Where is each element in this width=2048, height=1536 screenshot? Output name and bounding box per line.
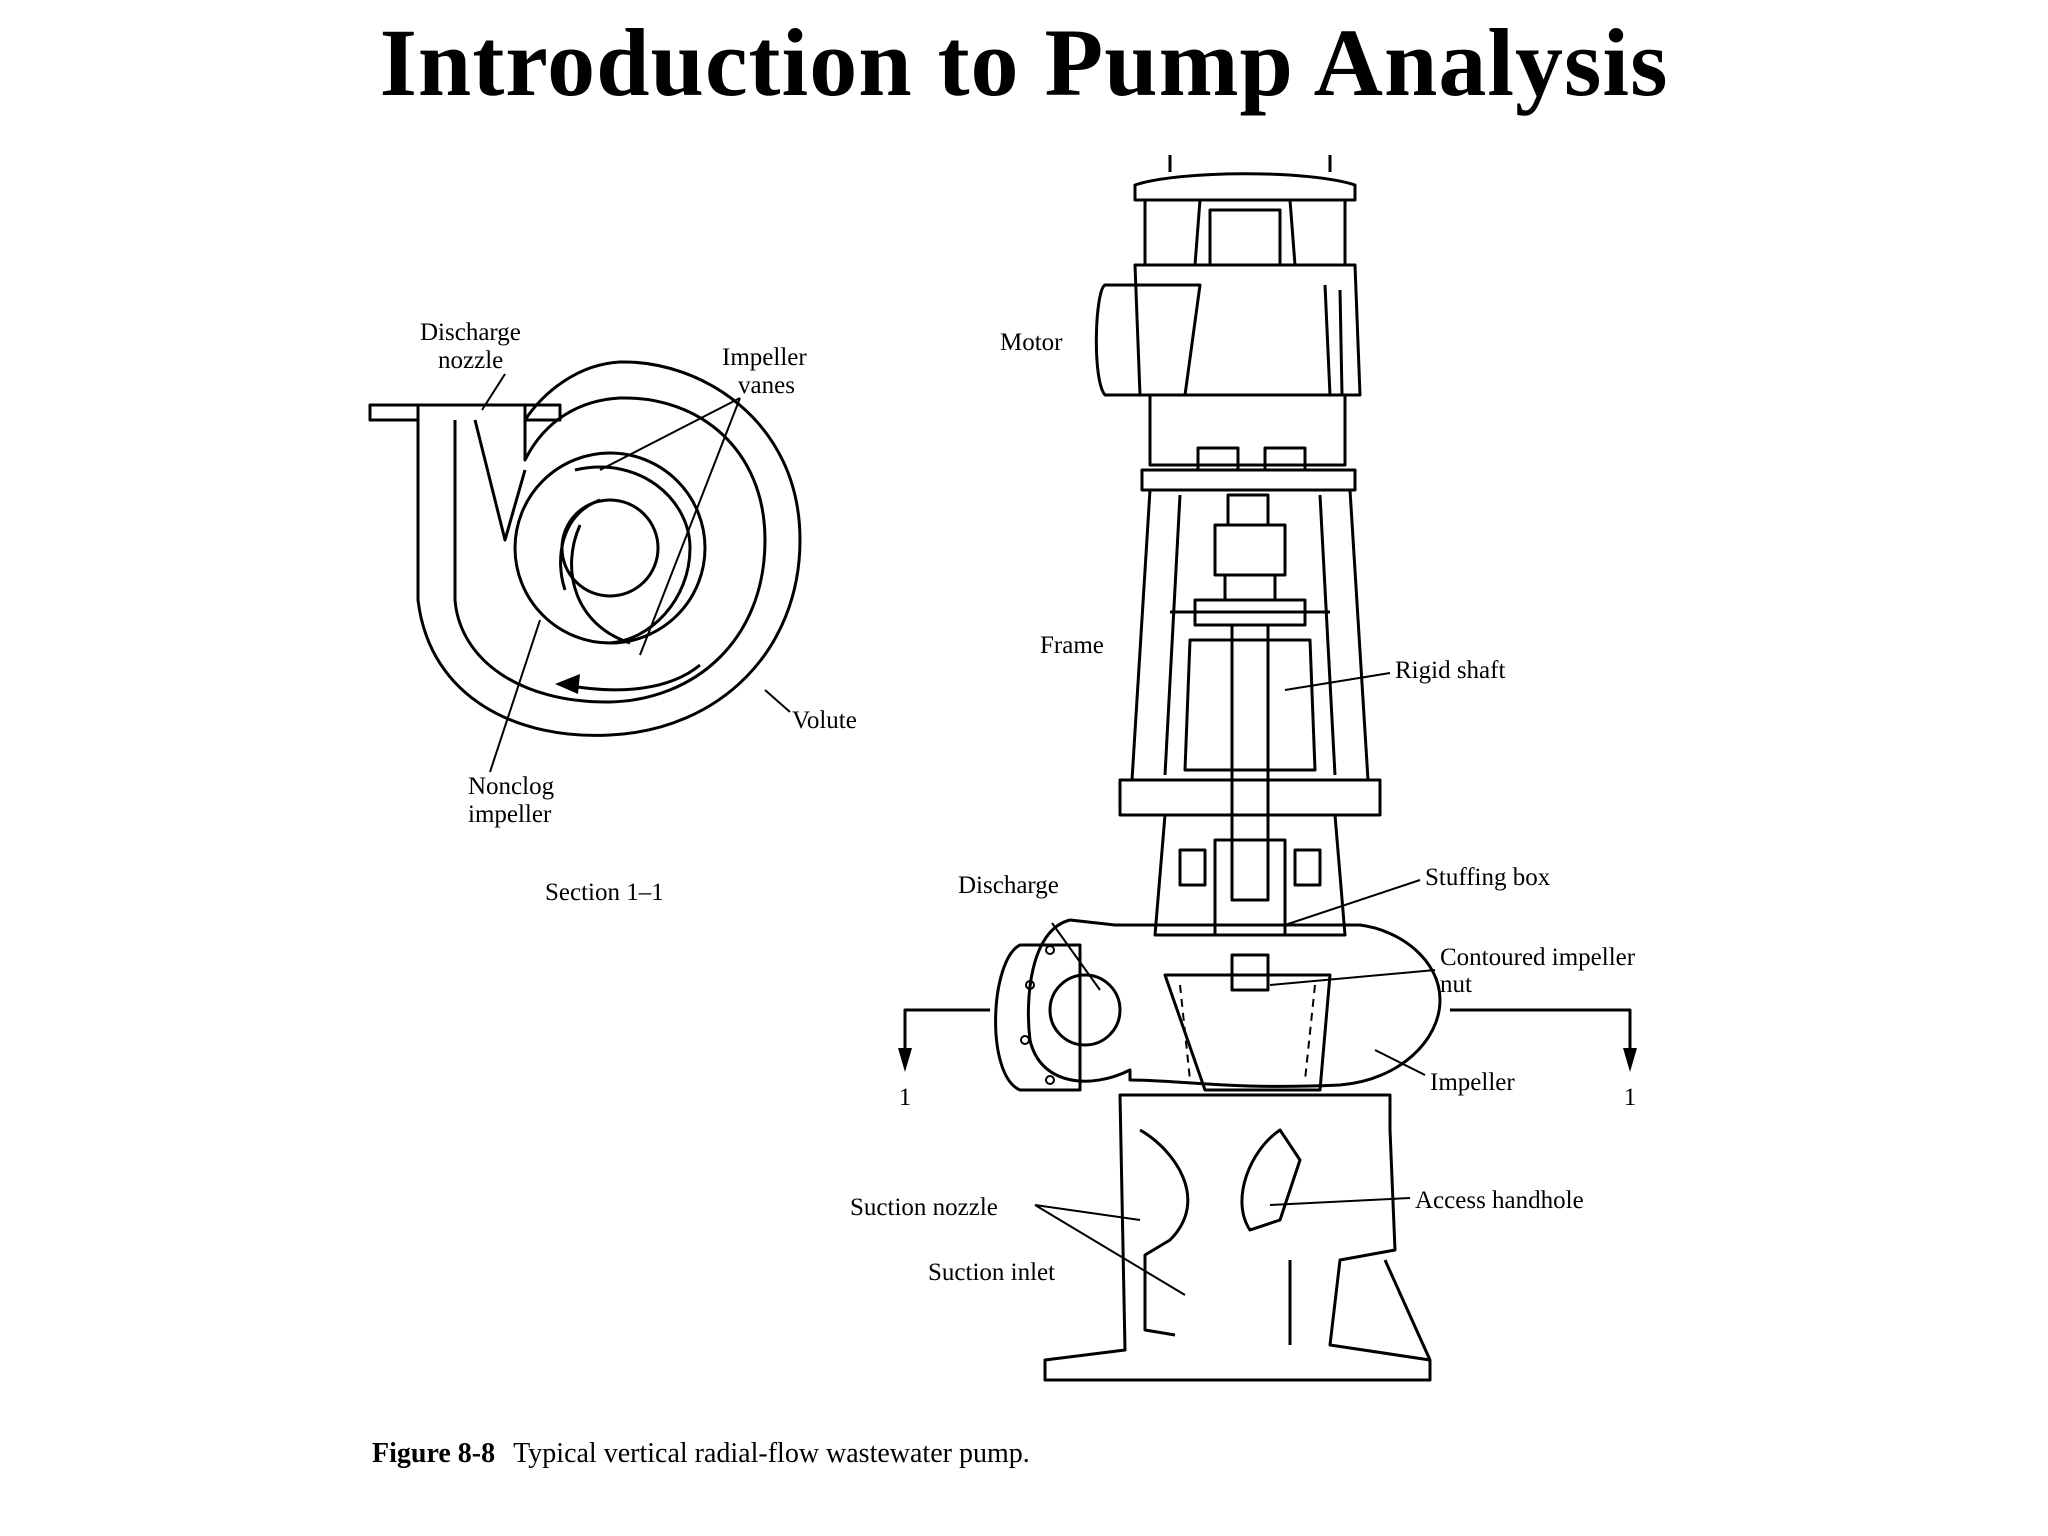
label-discharge: Discharge (958, 872, 1059, 899)
page-title: Introduction to Pump Analysis (379, 9, 1669, 116)
label-rigid-shaft: Rigid shaft (1395, 657, 1505, 684)
motor-junction-box (1094, 283, 1202, 397)
label-frame: Frame (1040, 632, 1104, 659)
figure-caption-text: Typical vertical radial-flow wastewater … (513, 1438, 1030, 1469)
discharge-opening (1048, 973, 1122, 1047)
label-volute: Volute (792, 707, 857, 734)
impeller (1163, 973, 1332, 1092)
pump-view: Motor Frame Rigid shaft Discharge Stuffi… (850, 155, 1637, 1382)
label-impeller-vanes-2: vanes (738, 372, 795, 399)
figure-number: Figure 8-8 (372, 1438, 495, 1469)
section-view: Discharge nozzle Impeller vanes Volute N… (368, 319, 857, 906)
bearing-housing (1183, 638, 1317, 772)
label-nonclog-2: impeller (468, 801, 552, 828)
label-suction-inlet: Suction inlet (928, 1259, 1055, 1286)
figure-caption: Figure 8-8 Typical vertical radial-flow … (372, 1438, 1030, 1469)
label-suction-nozzle: Suction nozzle (850, 1194, 998, 1221)
nozzle-flange-left (368, 403, 420, 422)
cutwater (473, 419, 527, 542)
label-discharge-nozzle: Discharge (420, 319, 521, 346)
label-impeller: Impeller (1430, 1069, 1515, 1096)
vane-1 (574, 465, 692, 645)
motor-base (1148, 393, 1347, 467)
label-contoured-impeller-nut-2: nut (1440, 971, 1472, 998)
coupling (1213, 523, 1287, 577)
motor-body (1133, 263, 1362, 397)
frame-flange (1118, 778, 1382, 817)
motor-window (1208, 208, 1282, 267)
section-arrow-right (1450, 1008, 1632, 1060)
stuffing-box (1153, 813, 1347, 937)
discharge-flange (994, 943, 1082, 1092)
section-caption: Section 1–1 (545, 879, 664, 906)
suction-casing (1043, 1093, 1432, 1382)
vane-3 (559, 498, 601, 591)
label-discharge-nozzle-2: nozzle (438, 347, 503, 374)
label-impeller-vanes: Impeller (722, 344, 807, 371)
volute-casing (416, 360, 802, 737)
rigid-shaft (1230, 623, 1270, 902)
impeller-nut (1230, 953, 1270, 992)
label-stuffing-box: Stuffing box (1425, 864, 1551, 891)
motor-cap (1133, 172, 1357, 202)
label-contoured-impeller-nut: Contoured impeller (1440, 944, 1636, 971)
label-nonclog: Nonclog (468, 773, 555, 800)
flow-arrow (564, 663, 701, 692)
section-mark-right: 1 (1624, 1084, 1637, 1111)
suction-nozzle (1139, 1128, 1190, 1337)
vane-2 (570, 524, 631, 645)
section-arrow-left (903, 1008, 990, 1060)
impeller-ring (513, 451, 707, 645)
label-access-handhole: Access handhole (1415, 1187, 1584, 1214)
volute-elevation (1026, 918, 1442, 1088)
section-mark-left: 1 (899, 1084, 912, 1111)
motor-flange (1140, 468, 1357, 492)
access-handhole (1240, 1128, 1302, 1232)
label-motor: Motor (1000, 329, 1063, 356)
